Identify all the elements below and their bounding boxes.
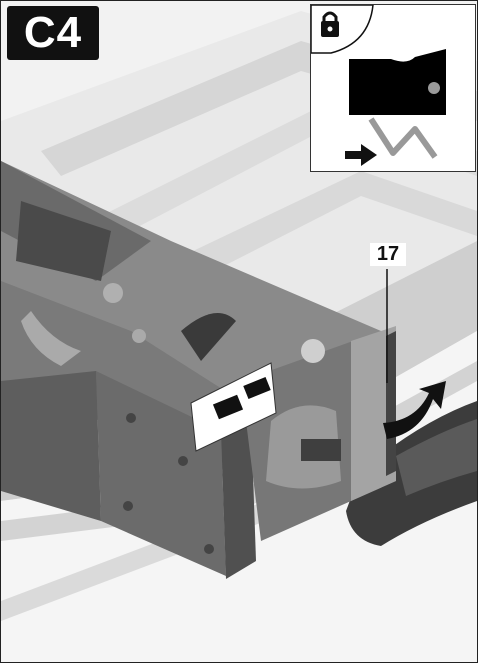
sticker-label	[190, 362, 277, 452]
detail-inset	[310, 4, 476, 172]
handle	[346, 401, 477, 546]
carriage-block	[1, 161, 396, 579]
curved-arrow-icon	[383, 381, 446, 439]
lock-detail-diagram	[349, 49, 446, 159]
arrow-right-icon	[345, 144, 377, 166]
callout-number: 17	[370, 243, 406, 266]
step-label: C4	[7, 6, 99, 60]
padlock-icon	[310, 4, 374, 54]
